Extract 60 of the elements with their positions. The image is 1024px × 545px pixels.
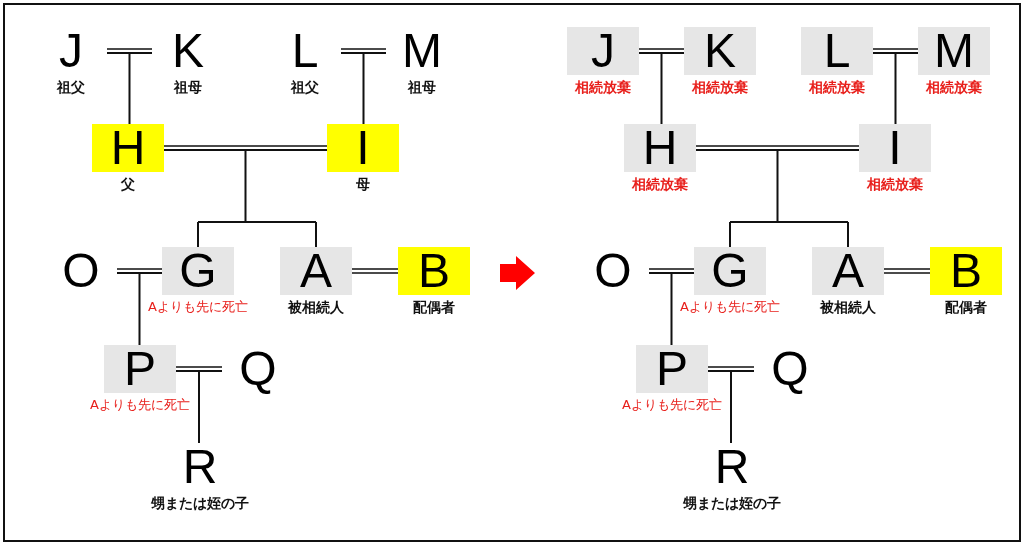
person-label: Q: [754, 345, 826, 393]
person-label: K: [152, 27, 224, 75]
person-label: M: [386, 27, 458, 75]
person-box: G: [694, 247, 766, 295]
descent-line: [106, 52, 153, 125]
status-note: Aよりも先に死亡: [622, 397, 722, 413]
marriage-line: [883, 268, 931, 274]
status-note: Aよりも先に死亡: [90, 397, 190, 413]
relation-label: 祖母: [174, 79, 202, 96]
descent-line: [163, 149, 328, 248]
person-label: J: [35, 27, 107, 75]
person-box: I: [859, 124, 931, 172]
status-note: Aよりも先に死亡: [680, 299, 780, 315]
relation-label: 被相続人: [820, 299, 876, 316]
status-note: 相続放棄: [692, 79, 748, 96]
person-box: B: [930, 247, 1002, 295]
person-box: H: [624, 124, 696, 172]
person-label: R: [164, 443, 236, 491]
person-label: O: [577, 247, 649, 295]
descent-line: [707, 370, 755, 444]
person-box: K: [684, 27, 756, 75]
person-box: P: [104, 345, 176, 393]
status-note: Aよりも先に死亡: [148, 299, 248, 315]
person-label: Q: [222, 345, 294, 393]
relation-label: 祖母: [408, 79, 436, 96]
relation-label: 被相続人: [288, 299, 344, 316]
status-note: 相続放棄: [867, 176, 923, 193]
person-box: M: [918, 27, 990, 75]
person-box: B: [398, 247, 470, 295]
descent-line: [648, 272, 695, 346]
descent-line: [638, 52, 685, 125]
person-box: A: [812, 247, 884, 295]
person-box: I: [327, 124, 399, 172]
relation-label: 甥または姪の子: [683, 495, 781, 512]
person-label: O: [45, 247, 117, 295]
descent-line: [116, 272, 163, 346]
status-note: 相続放棄: [632, 176, 688, 193]
person-box: P: [636, 345, 708, 393]
descent-line: [175, 370, 223, 444]
person-box: H: [92, 124, 164, 172]
person-box: A: [280, 247, 352, 295]
person-label: L: [269, 27, 341, 75]
descent-line: [872, 52, 919, 125]
descent-line: [340, 52, 387, 125]
status-note: 相続放棄: [575, 79, 631, 96]
relation-label: 甥または姪の子: [151, 495, 249, 512]
relation-label: 配偶者: [413, 299, 455, 316]
status-note: 相続放棄: [809, 79, 865, 96]
person-box: G: [162, 247, 234, 295]
descent-line: [695, 149, 860, 248]
status-note: 相続放棄: [926, 79, 982, 96]
relation-label: 祖父: [291, 79, 319, 96]
relation-label: 配偶者: [945, 299, 987, 316]
person-box: J: [567, 27, 639, 75]
relation-label: 父: [121, 176, 135, 193]
relation-label: 母: [356, 176, 370, 193]
relation-label: 祖父: [57, 79, 85, 96]
person-label: R: [696, 443, 768, 491]
marriage-line: [351, 268, 399, 274]
person-box: L: [801, 27, 873, 75]
